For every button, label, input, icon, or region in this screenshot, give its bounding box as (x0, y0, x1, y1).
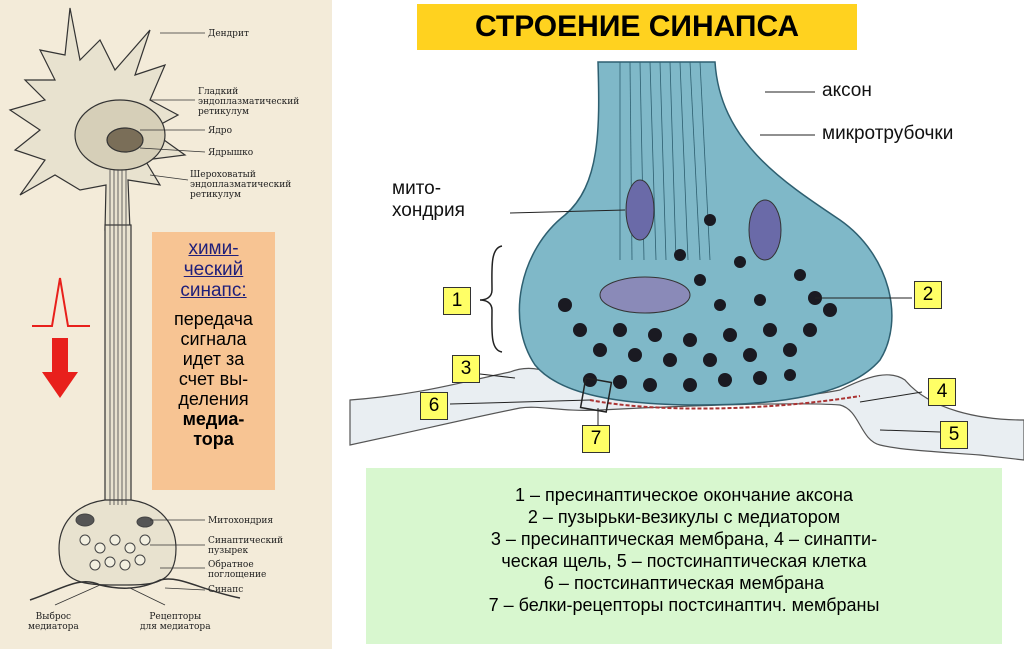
number-badge-7: 7 (582, 425, 610, 453)
label-reuptake: Обратное поглощение (208, 560, 267, 580)
legend-item: 6 – постсинаптическая мембрана (543, 573, 825, 593)
label-nucleus: Ядро (208, 126, 232, 136)
chem-line-2: ческий (183, 259, 244, 280)
microtubule-lines (619, 61, 711, 261)
number-badge-5: 5 (940, 421, 968, 449)
bracket-1 (479, 245, 503, 353)
number-badge-6: 6 (420, 392, 448, 420)
label-synapse: Синапс (208, 585, 244, 595)
receptor-box (579, 377, 613, 413)
legend-item: 3 – пресинаптическая мембрана, 4 – синап… (490, 529, 878, 549)
legend-item: ческая щель, 5 – постсинаптическая клетк… (501, 551, 867, 571)
label-rough-er: Шероховатый эндоплазматический ретикулум (190, 170, 292, 200)
neuron-leader-lines (54, 32, 206, 606)
synapse-vesicles (558, 214, 837, 392)
chem-box-body: передача сигнала идет за счет вы- делени… (174, 309, 253, 409)
label-axon: аксон (822, 80, 872, 101)
axon-fibers (109, 170, 127, 505)
label-dendrite: Дендрит (208, 29, 249, 39)
page-title: СТРОЕНИЕ СИНАПСА (417, 4, 857, 50)
chem-line-1: хими- (188, 238, 239, 259)
label-mediator-release: Выброс медиатора (28, 612, 79, 632)
legend-item: 1 – пресинаптическое окончание аксона (514, 485, 854, 505)
synapse-leader-lines (449, 91, 941, 433)
number-badge-3: 3 (452, 355, 480, 383)
label-mitochondria: мито- хондрия (392, 178, 465, 221)
number-badge-2: 2 (914, 281, 942, 309)
legend-item: 2 – пузырьки-везикулы с медиатором (527, 507, 841, 527)
label-smooth-er: Гладкий эндоплазматический ретикулум (198, 87, 300, 117)
number-badge-1: 1 (443, 287, 471, 315)
label-synaptic-vesicle: Синаптический пузырек (208, 536, 284, 556)
neuron-vesicles (75, 513, 154, 571)
label-receptors: Рецепторы для медиатора (140, 612, 211, 632)
postsynaptic-outline (29, 578, 241, 601)
label-mitochondrion: Митохондрия (208, 516, 274, 526)
down-arrow-icon (42, 338, 78, 398)
legend-box: 1 – пресинаптическое окончание аксона 2 … (366, 468, 1002, 644)
mitochondria (599, 179, 782, 314)
synapse-drawing (349, 61, 1024, 461)
number-badge-4: 4 (928, 378, 956, 406)
label-microtubules: микротрубочки (822, 123, 954, 144)
chem-box-mediator: медиа- тора (182, 409, 245, 449)
chem-line-3: синапс: (180, 280, 247, 301)
label-nucleolus: Ядрышко (208, 148, 254, 158)
legend-item: 7 – белки-рецепторы постсинаптич. мембра… (488, 595, 880, 615)
action-potential-icon (32, 277, 90, 327)
